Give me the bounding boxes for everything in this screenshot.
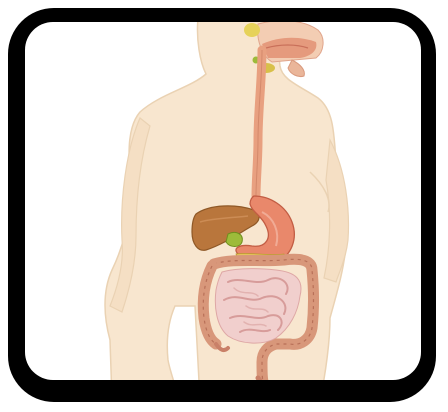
gallbladder <box>226 232 242 246</box>
